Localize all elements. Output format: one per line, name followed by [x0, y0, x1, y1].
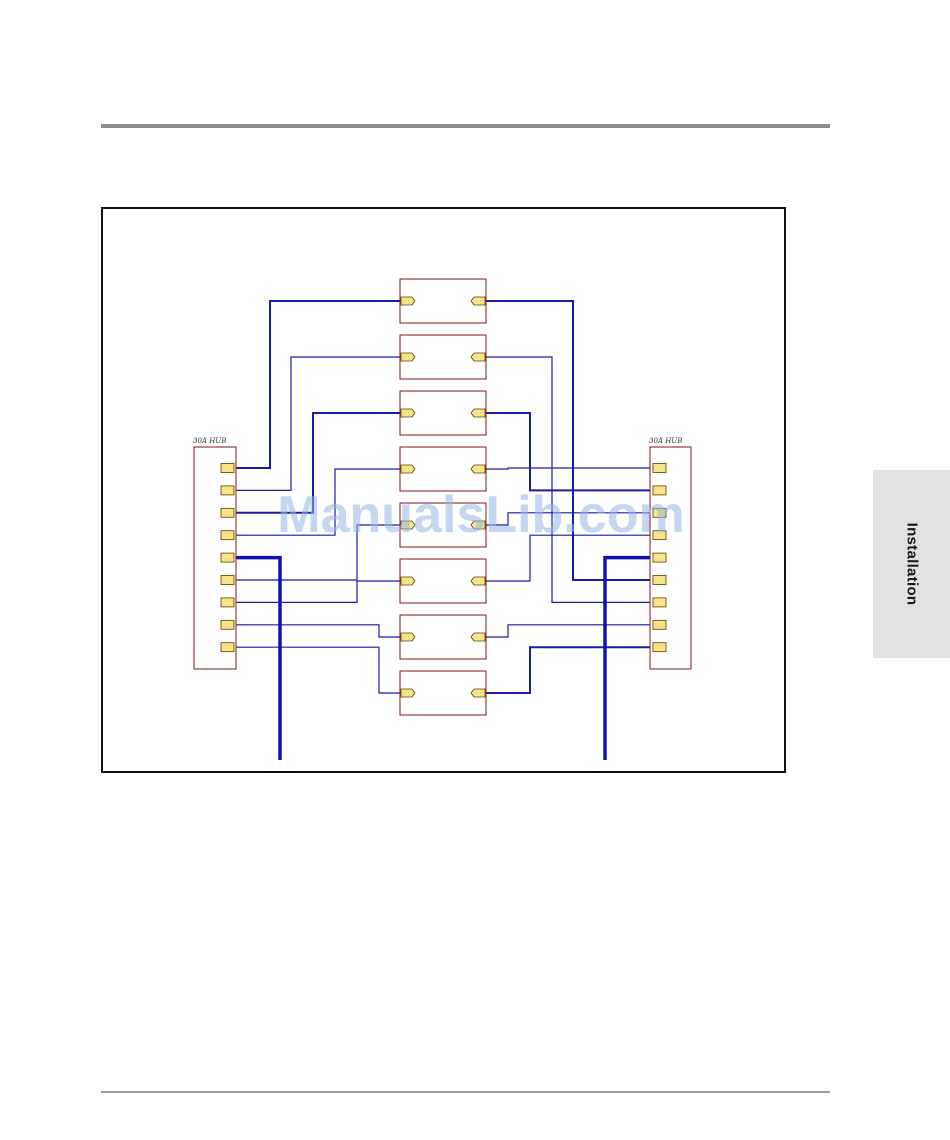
left-wire: [236, 413, 400, 513]
device-right-port: [471, 353, 485, 361]
left-wire: [236, 581, 400, 602]
left-hub-port: [221, 598, 234, 607]
right-trunk-cable: [605, 558, 651, 760]
right-wire: [486, 413, 651, 490]
footer-rule: [101, 1091, 830, 1093]
left-hub-port: [221, 620, 234, 629]
right-wire: [486, 301, 651, 580]
device-right-port: [471, 577, 485, 585]
right-hub-port: [653, 486, 666, 495]
left-wire: [236, 647, 400, 693]
right-hub-port: [653, 643, 666, 652]
left-hub-port: [221, 486, 234, 495]
device-right-port: [471, 521, 485, 529]
right-hub-port: [653, 508, 666, 517]
left-hub-port: [221, 643, 234, 652]
left-hub-port: [221, 553, 234, 562]
right-hub-port: [653, 553, 666, 562]
device-left-port: [401, 689, 415, 697]
wiring-diagram-frame: 30A HUB 30A HUB: [101, 207, 786, 773]
left-wire: [236, 625, 400, 637]
device-left-port: [401, 465, 415, 473]
device-left-port: [401, 521, 415, 529]
device-right-port: [471, 465, 485, 473]
left-hub-port: [221, 508, 234, 517]
right-hub-port: [653, 576, 666, 585]
right-wire: [486, 513, 651, 525]
device-left-port: [401, 577, 415, 585]
left-wire: [236, 357, 400, 490]
right-wire: [486, 625, 651, 637]
device-right-port: [471, 409, 485, 417]
left-hub-port: [221, 464, 234, 473]
device-right-port: [471, 633, 485, 641]
device-left-port: [401, 353, 415, 361]
right-hub-port: [653, 531, 666, 540]
left-wire: [236, 301, 400, 468]
device-right-port: [471, 689, 485, 697]
device-right-port: [471, 297, 485, 305]
device-left-port: [401, 409, 415, 417]
section-tab-label: Installation: [903, 523, 920, 606]
right-wire: [486, 468, 651, 469]
left-trunk-cable: [236, 558, 280, 760]
section-tab[interactable]: Installation: [873, 470, 950, 658]
left-hub-port: [221, 531, 234, 540]
wiring-diagram: 30A HUB 30A HUB: [103, 209, 788, 775]
right-hub-port: [653, 620, 666, 629]
right-hub-label: 30A HUB: [649, 437, 682, 445]
devices-layer: [400, 279, 486, 715]
device-left-port: [401, 633, 415, 641]
right-hub-port: [653, 598, 666, 607]
left-wire: [236, 525, 400, 580]
left-hub-label: 30A HUB: [193, 437, 226, 445]
left-hub-port: [221, 576, 234, 585]
device-left-port: [401, 297, 415, 305]
right-wire: [486, 647, 651, 693]
right-hub-port: [653, 464, 666, 473]
header-rule: [101, 124, 830, 128]
right-wire: [486, 357, 651, 602]
